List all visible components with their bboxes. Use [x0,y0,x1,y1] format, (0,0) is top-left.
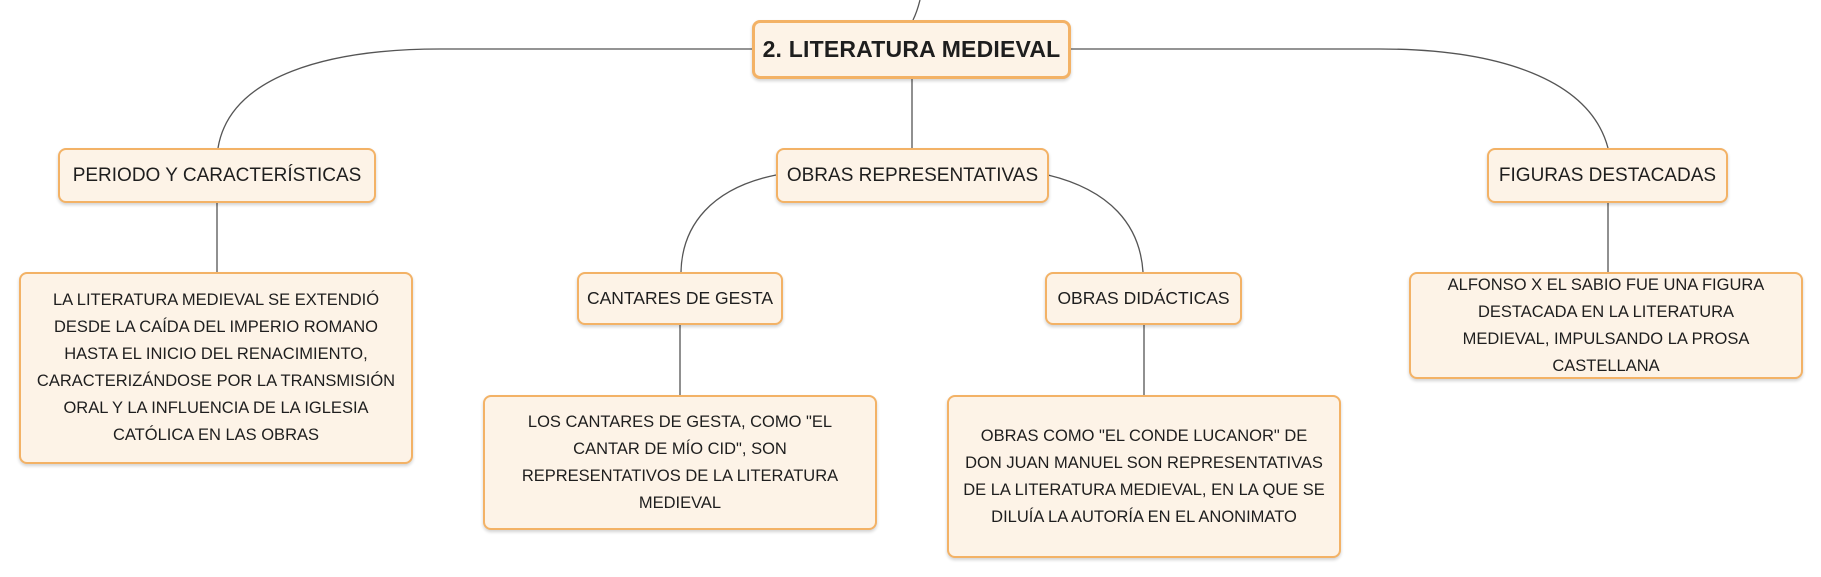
subtopic-label: CANTARES DE GESTA [586,288,774,308]
topic-label: OBRAS REPRESENTATIVAS [786,164,1039,186]
connector-root-to-figuras [1071,48,1609,149]
subtopic-label: OBRAS DIDÁCTICAS [1057,288,1230,308]
root-label: 2. LITERATURA MEDIEVAL [762,36,1061,62]
topic-figuras[interactable]: FIGURAS DESTACADAS [1487,148,1728,203]
subtopic-didacticas[interactable]: OBRAS DIDÁCTICAS [1045,272,1242,325]
note-text: OBRAS COMO "EL CONDE LUCANOR" DE DON JUA… [963,426,1325,526]
connector-obras-to-cantares [680,174,777,273]
note-figuras[interactable]: ALFONSO X EL SABIO FUE UNA FIGURA DESTAC… [1409,272,1803,379]
connector-root-to-periodo [217,48,752,149]
root-node[interactable]: 2. LITERATURA MEDIEVAL [752,20,1071,79]
subtopic-cantares[interactable]: CANTARES DE GESTA [577,272,783,325]
topic-periodo[interactable]: PERIODO Y CARACTERÍSTICAS [58,148,376,203]
note-text: LOS CANTARES DE GESTA, COMO "EL CANTAR D… [521,412,839,512]
connector-obras-to-didacticas [1047,174,1144,273]
topic-obras[interactable]: OBRAS REPRESENTATIVAS [776,148,1049,203]
note-periodo[interactable]: LA LITERATURA MEDIEVAL SE EXTENDIÓ DESDE… [19,272,413,464]
note-text: LA LITERATURA MEDIEVAL SE EXTENDIÓ DESDE… [36,291,396,444]
topic-label: PERIODO Y CARACTERÍSTICAS [72,164,362,186]
topic-label: FIGURAS DESTACADAS [1498,164,1717,186]
note-didacticas[interactable]: OBRAS COMO "EL CONDE LUCANOR" DE DON JUA… [947,395,1341,558]
note-text: ALFONSO X EL SABIO FUE UNA FIGURA DESTAC… [1447,275,1765,375]
note-cantares[interactable]: LOS CANTARES DE GESTA, COMO "EL CANTAR D… [483,395,877,530]
connector-parent-to-root [912,0,921,21]
